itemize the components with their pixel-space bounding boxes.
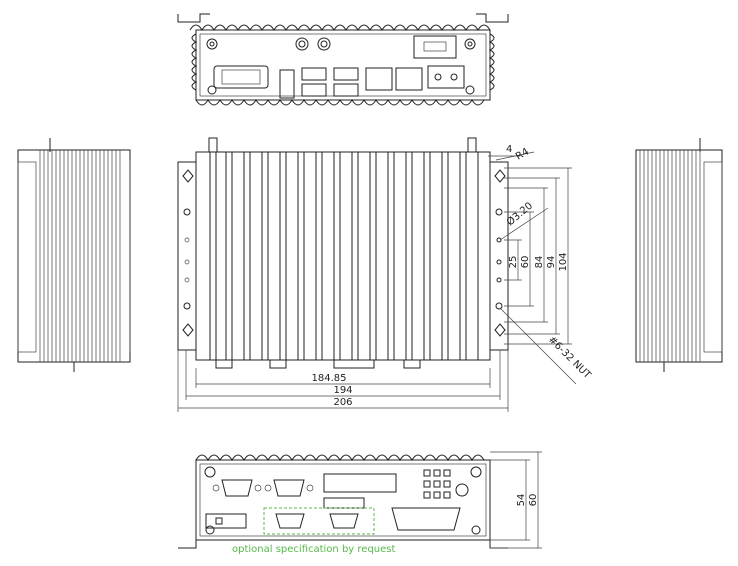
dim-54: 54 [516,494,527,507]
dim-edge-4: 4 [506,144,512,155]
io-panel-body [195,29,491,101]
dvi-port-icon [213,65,269,89]
left-fin-profile [191,33,198,91]
com-port-icon [273,479,305,497]
dim-206: 206 [333,397,352,408]
bottom-fin-profile [195,99,485,106]
dim-60-height: 60 [528,494,539,507]
power-button-icon [455,483,469,497]
dim-194: 194 [333,385,352,396]
dip-switch-icon [413,35,457,59]
screw-icon [205,525,215,535]
top-left-bracket [177,13,210,23]
switch-icon [205,513,247,529]
dim-94: 94 [546,256,557,269]
right-side-view [635,138,723,372]
right-side-body [635,149,723,363]
dim-r4: R4 [514,146,531,162]
top-fin-profile [189,24,491,31]
displayport-icon [279,69,295,99]
front-panel-body [195,459,491,541]
db-connector-icon [391,507,461,531]
dim-hole-diameter: Ø3.20 [504,200,535,229]
usb-port-icon [333,67,359,81]
bottom-view-front-panel [178,451,542,549]
dim-25: 25 [508,256,519,269]
antenna-port-icon [317,37,331,51]
dim-84: 84 [534,256,545,269]
usb-port-icon [301,83,327,97]
top-right-bracket [476,13,509,23]
screw-icon [470,466,482,478]
lan-port-icon [395,67,423,91]
main-view [177,137,577,412]
screw-icon [465,85,475,95]
optional-com-port-icon [275,513,305,529]
right-fin-profile [488,33,495,91]
optional-spec-note: optional specification by request [232,544,395,555]
optional-com-port-icon [329,513,359,529]
com-port-icon [221,479,253,497]
front-top-fin-profile [195,454,485,461]
usb-port-icon [301,67,327,81]
optional-ports-outline [263,507,375,535]
left-side-view [17,138,131,372]
power-terminal-icon [427,65,465,89]
dim-nut-spec: #6-32 NUT [546,334,593,381]
screw-icon [464,38,476,50]
dim-60: 60 [520,256,531,269]
sim-slot-icon [323,497,365,509]
expansion-slot-icon [323,473,397,493]
screw-icon [471,525,481,535]
screw-icon [204,466,216,478]
top-view-io-panel [177,13,509,106]
screw-icon [207,85,217,95]
heatsink-fins [209,152,479,360]
left-mounting-flange [177,161,197,351]
usb-port-icon [333,83,359,97]
lan-port-icon [365,67,393,91]
dim-104: 104 [558,252,569,271]
dim-184-85: 184.85 [312,373,347,384]
heatsink-body [195,151,491,361]
screw-icon [206,38,218,50]
left-side-body [17,149,131,363]
antenna-port-icon [295,37,309,51]
